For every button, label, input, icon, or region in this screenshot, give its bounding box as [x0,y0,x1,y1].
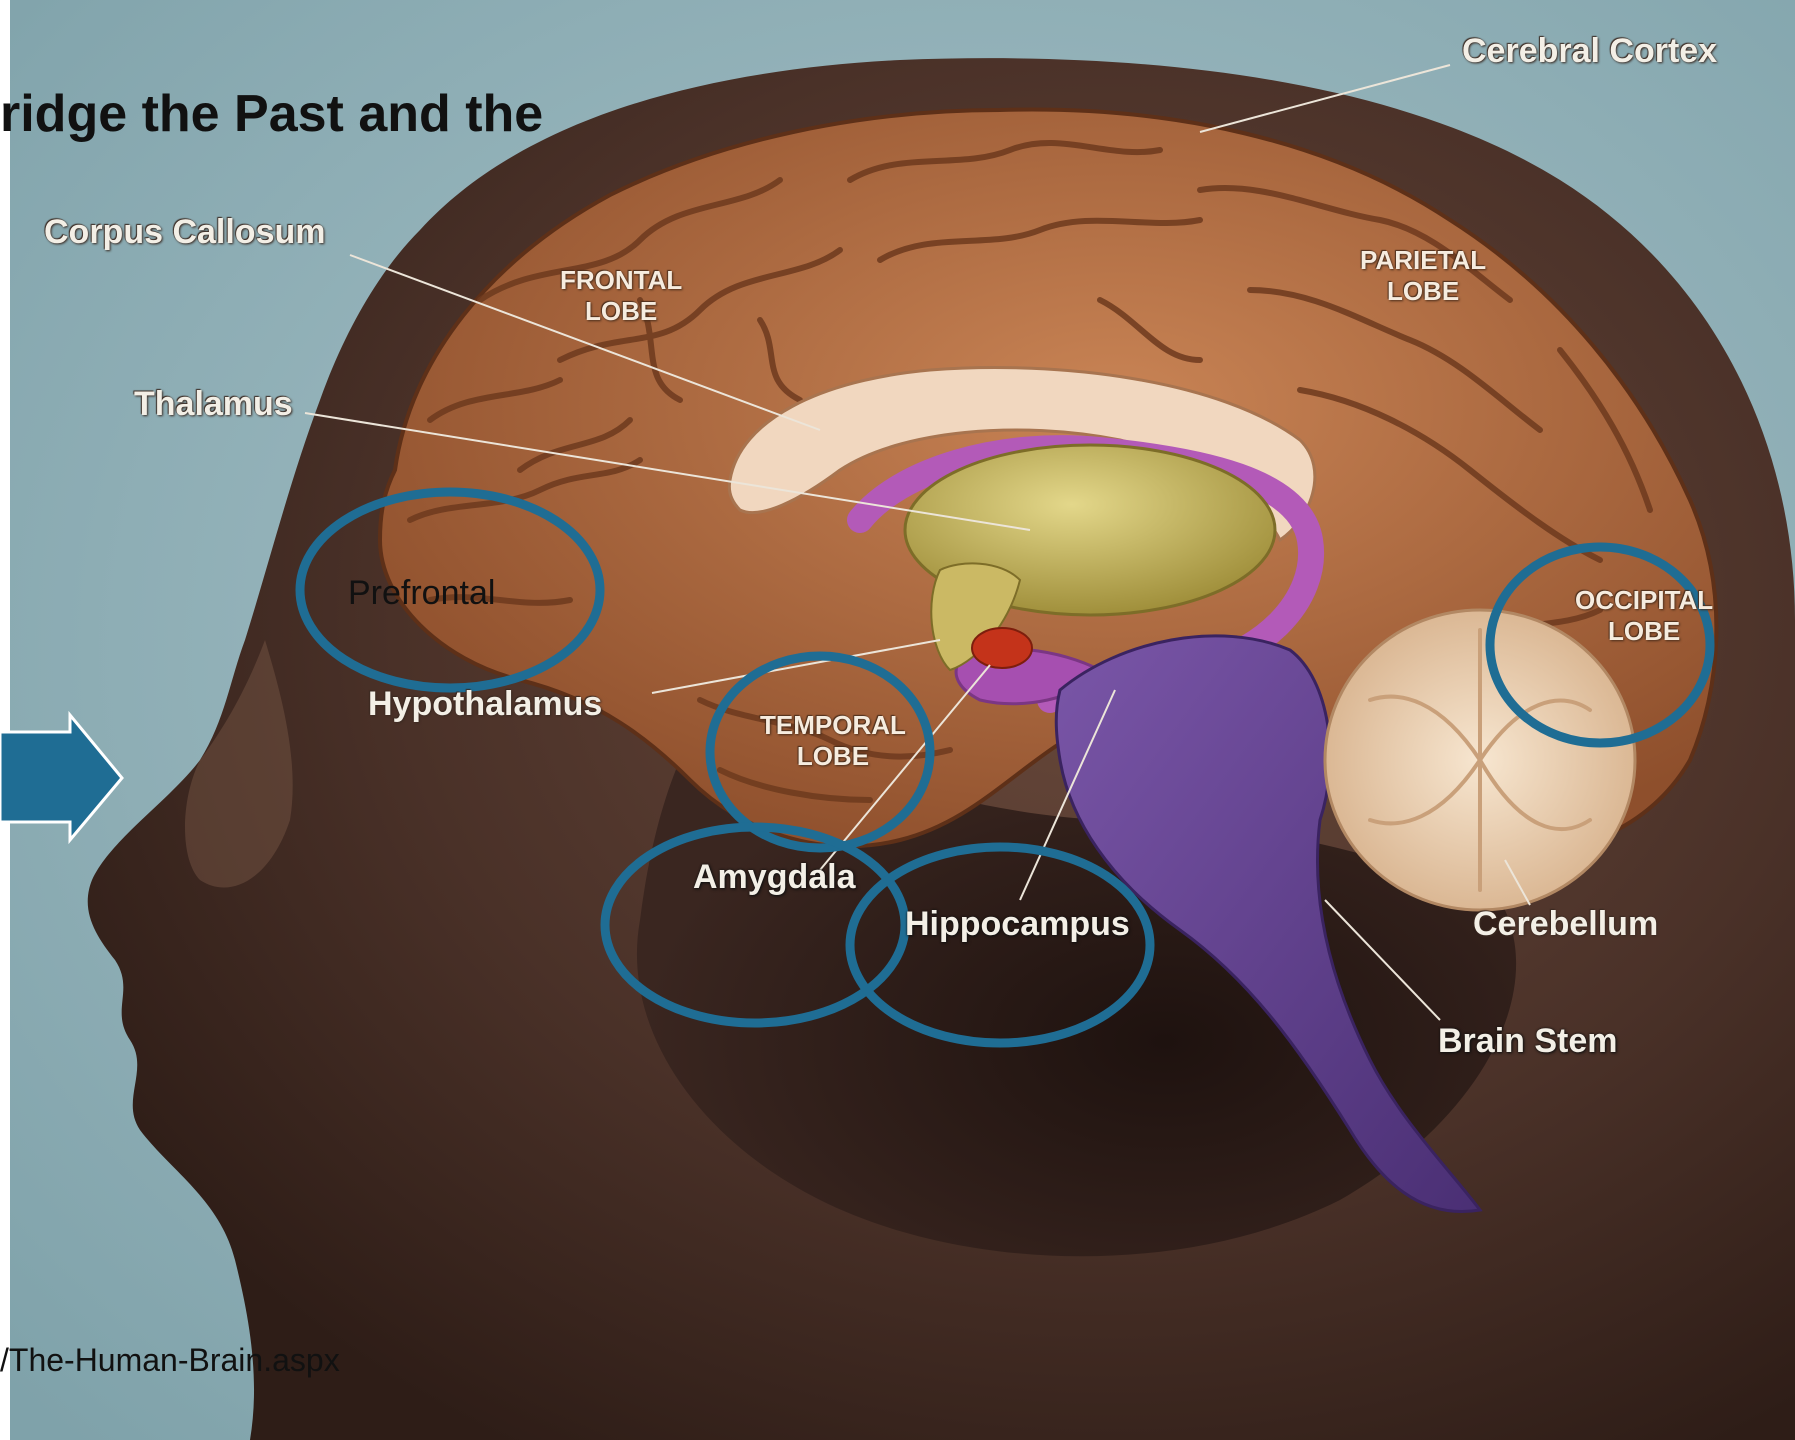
label-prefrontal: Prefrontal [348,574,495,613]
slide-title: ridge the Past and the [0,84,543,144]
label-cerebellum: Cerebellum [1473,905,1658,944]
label-occipital-lobe: OCCIPITAL LOBE [1575,585,1713,647]
source-url: /The-Human-Brain.aspx [0,1342,340,1379]
label-hypothalamus: Hypothalamus [368,685,602,724]
label-temporal-lobe: TEMPORAL LOBE [760,710,906,772]
label-amygdala: Amygdala [693,858,856,897]
label-parietal-lobe: PARIETAL LOBE [1360,245,1486,307]
label-thalamus: Thalamus [134,385,293,424]
amygdala-shape [972,628,1032,668]
slide-edge [0,0,10,1440]
label-frontal-lobe: FRONTAL LOBE [560,265,682,327]
label-cerebral-cortex: Cerebral Cortex [1462,32,1717,71]
label-brain-stem: Brain Stem [1438,1022,1618,1061]
label-hippocampus: Hippocampus [905,905,1130,944]
label-corpus-callosum: Corpus Callosum [44,213,325,252]
